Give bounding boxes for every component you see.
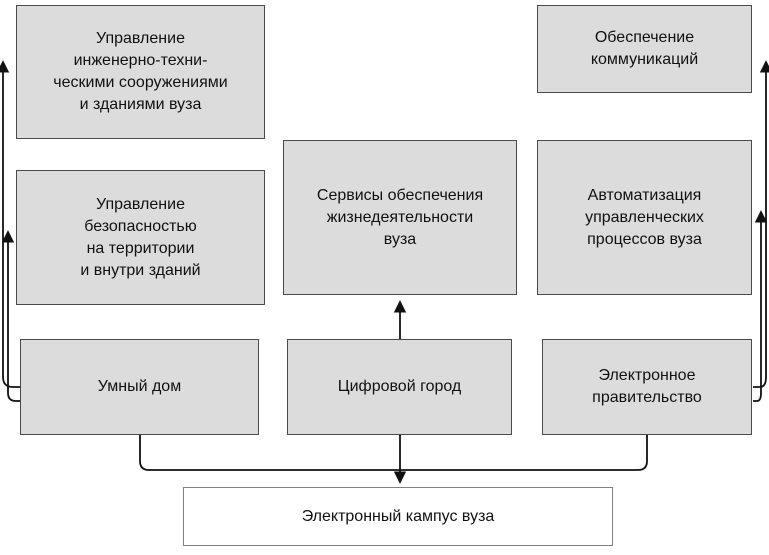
node-security-management: Управление безопасностью на территории и…	[16, 170, 265, 305]
node-management-automation: Автоматизация управленческих процессов в…	[537, 140, 752, 295]
arrow-e-government-to-automation	[753, 210, 768, 402]
node-digital-city: Цифровой город	[287, 339, 512, 435]
arrow-e-government-to-communications	[753, 60, 769, 388]
node-communications-support: Обеспечение коммуникаций	[537, 5, 752, 93]
bracket-bottom	[139, 435, 648, 471]
node-life-support-services: Сервисы обеспечения жизнедеятельности ву…	[283, 140, 517, 295]
node-smart-home: Умный дом	[20, 339, 259, 435]
node-engineering-management: Управление инженерно-техни- ческими соор…	[16, 5, 265, 139]
node-e-campus: Электронный кампус вуза	[183, 487, 613, 546]
node-e-government: Электронное правительство	[542, 339, 752, 435]
